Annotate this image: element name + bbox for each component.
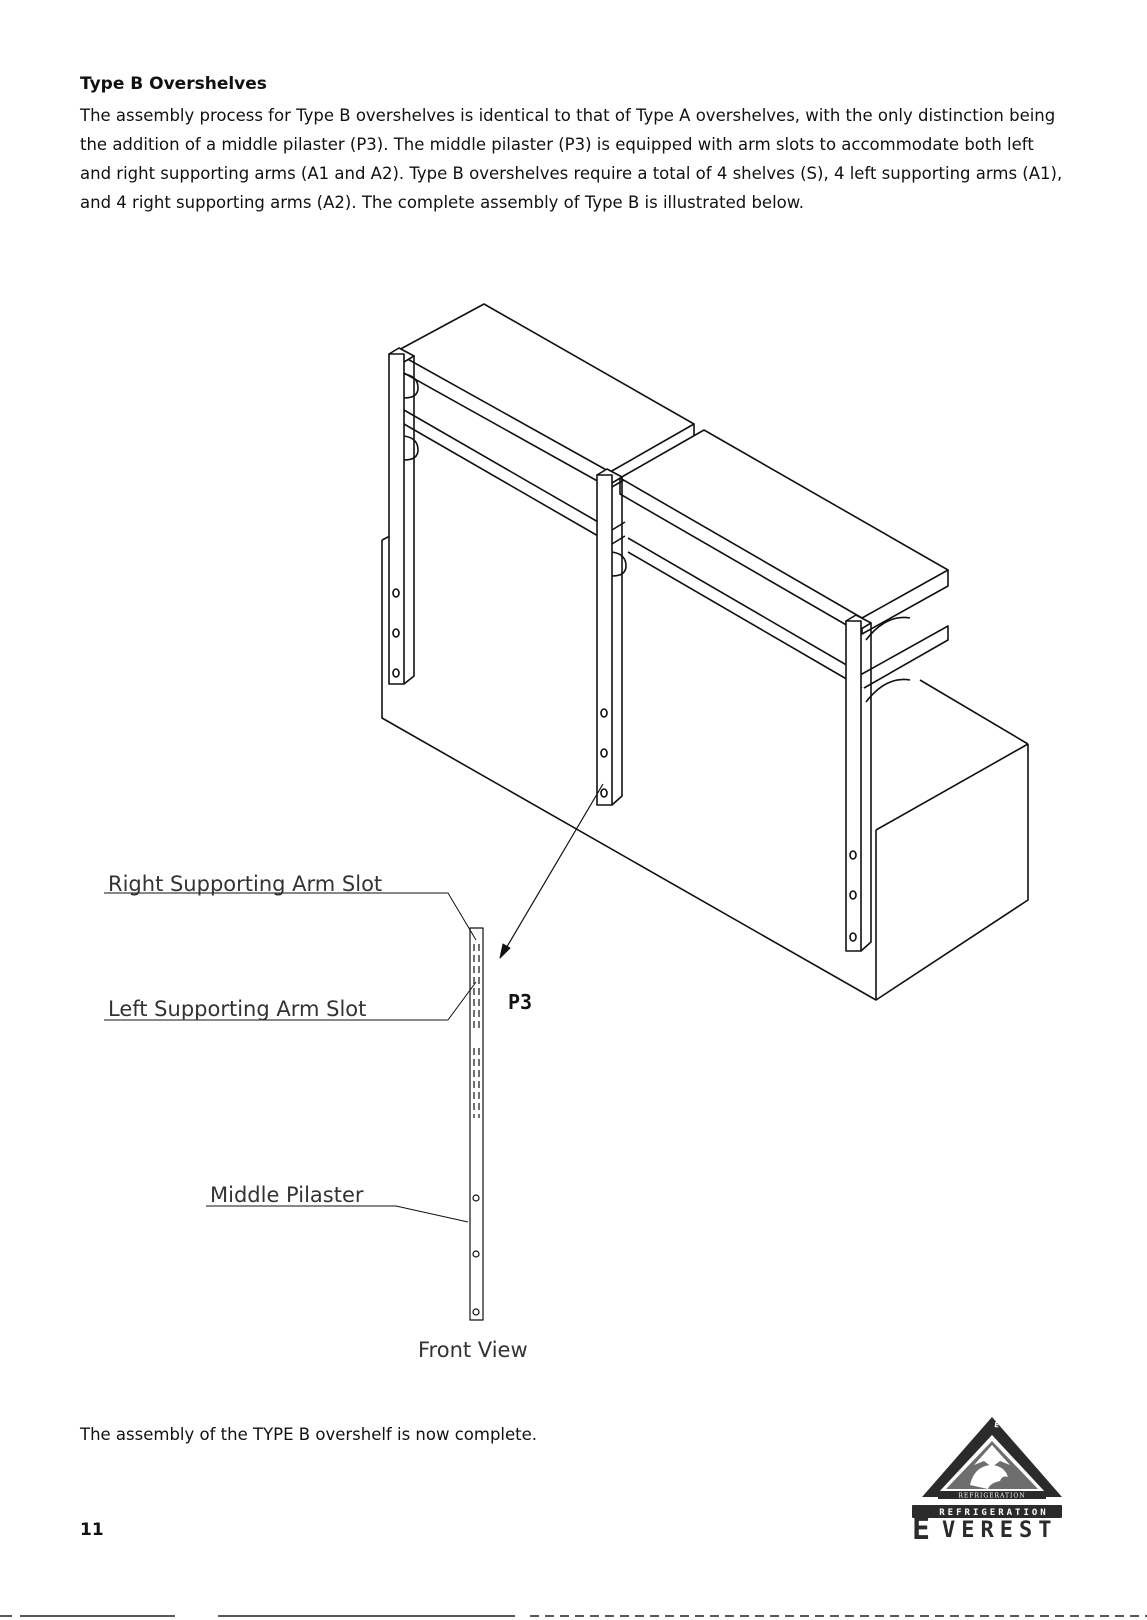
detail-pointer-arrow: [499, 783, 604, 959]
pilaster-front-view: [469, 927, 484, 1321]
counter-base: [381, 535, 1029, 1001]
upper-shelf-left: [394, 303, 695, 489]
logo-band-text: REFRIGERATION: [939, 1508, 1048, 1518]
leader-right-slot: [104, 892, 477, 941]
everest-refrigeration-logo: EVEREST EVEREST REFRIGERATION REFRIGERAT…: [912, 1417, 1062, 1539]
page-number: 11: [80, 1520, 104, 1540]
completion-text: The assembly of the TYPE B overshelf is …: [80, 1425, 538, 1444]
upper-shelf-right: [619, 429, 949, 635]
front-view-caption: Front View: [418, 1338, 528, 1362]
footer-scan-rule: [0, 1615, 1147, 1617]
part-code-label: P3: [508, 990, 533, 1014]
middle-pilaster-label: Middle Pilaster: [210, 1183, 364, 1207]
bear-icon: [970, 1465, 1008, 1489]
middle-pilaster: [596, 468, 623, 806]
right-pilaster: [845, 614, 872, 952]
section-heading: Type B Overshelves: [80, 74, 267, 94]
lower-shelf-right: [627, 537, 949, 703]
right-supporting-arm-slot-label: Right Supporting Arm Slot: [108, 872, 383, 896]
left-supporting-arm-slot-label: Left Supporting Arm Slot: [108, 997, 367, 1021]
intro-paragraph: The assembly process for Type B overshel…: [80, 106, 1063, 212]
logo-ring-bottom: REFRIGERATION: [958, 1493, 1025, 1500]
left-pilaster: [388, 347, 415, 685]
logo-wordmark: VEREST: [942, 1518, 1057, 1539]
logo-wordmark-initial: E: [912, 1512, 930, 1539]
leader-middle-pilaster: [206, 1205, 469, 1223]
leader-left-slot: [104, 981, 477, 1021]
